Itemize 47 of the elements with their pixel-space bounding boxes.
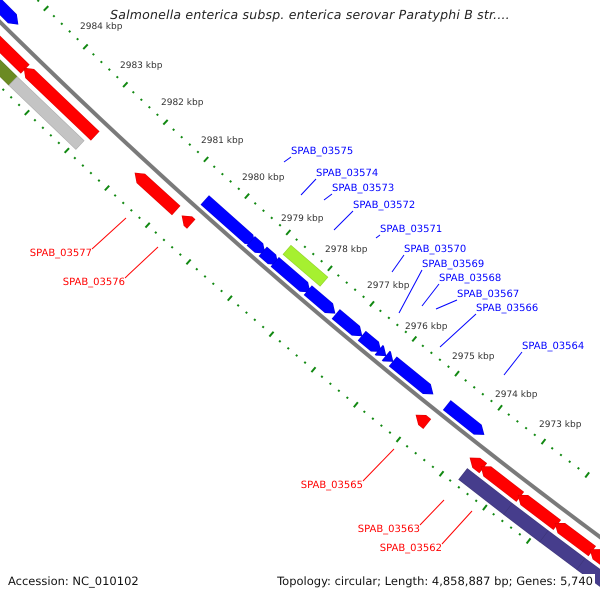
leader-line (324, 194, 332, 200)
gene-label: SPAB_03572 (353, 200, 416, 212)
leader-line (440, 314, 476, 348)
gene-label: SPAB_03563 (358, 524, 420, 536)
leader-line (398, 270, 422, 314)
map-title: Salmonella enterica subsp. enterica serovar Paratyphi B str.... (109, 8, 511, 22)
scale-label: 2980 kbp (242, 172, 284, 184)
leader-line (92, 218, 126, 250)
gene-label: SPAB_03577 (30, 248, 92, 260)
scale-label: 2973 kbp (539, 419, 582, 431)
gene-label: SPAB_03567 (457, 289, 520, 301)
leader-line (422, 284, 440, 306)
scale-label: 2977 kbp (367, 280, 410, 292)
leader-line (442, 510, 472, 544)
leader-line (420, 500, 444, 526)
map-info: Topology: circular; Length: 4,858,887 bp; Genes: 5,740 (275, 574, 595, 589)
scale-label: 2982 kbp (161, 97, 204, 109)
leader-line (392, 254, 404, 272)
accession-text: Accession: NC_010102 (6, 574, 141, 589)
gene-label: SPAB_03575 (291, 146, 354, 158)
gene-label: SPAB_03570 (404, 244, 466, 256)
scale-label: 2981 kbp (201, 135, 244, 147)
gene-label: SPAB_03571 (380, 224, 442, 236)
gene-label: SPAB_03565 (300, 480, 363, 492)
leader-line (362, 448, 394, 482)
leader-line (376, 234, 380, 238)
scale-label: 2976 kbp (405, 321, 448, 333)
gene-label: SPAB_03574 (316, 168, 378, 180)
gene-label: SPAB_03568 (439, 273, 502, 285)
leader-line (436, 300, 458, 310)
gene-label: SPAB_03573 (332, 183, 394, 195)
scale-label: 2984 kbp (80, 21, 122, 33)
scale-label: 2974 kbp (495, 389, 538, 401)
gene-label: SPAB_03576 (62, 277, 125, 289)
scale-label: 2975 kbp (452, 351, 494, 363)
gene-label: SPAB_03569 (422, 259, 484, 271)
leader-line (300, 178, 316, 196)
scale-label: 2978 kbp (325, 244, 368, 256)
leader-line (504, 352, 522, 376)
leader-line (334, 210, 354, 230)
gene-label: SPAB_03564 (522, 341, 584, 353)
gene-label: SPAB_03566 (476, 303, 538, 315)
scale-label: 2983 kbp (120, 60, 162, 72)
scale-label: 2979 kbp (281, 213, 324, 225)
leader-line (284, 156, 292, 162)
gene-label: SPAB_03562 (380, 543, 442, 555)
leader-line (124, 246, 158, 278)
